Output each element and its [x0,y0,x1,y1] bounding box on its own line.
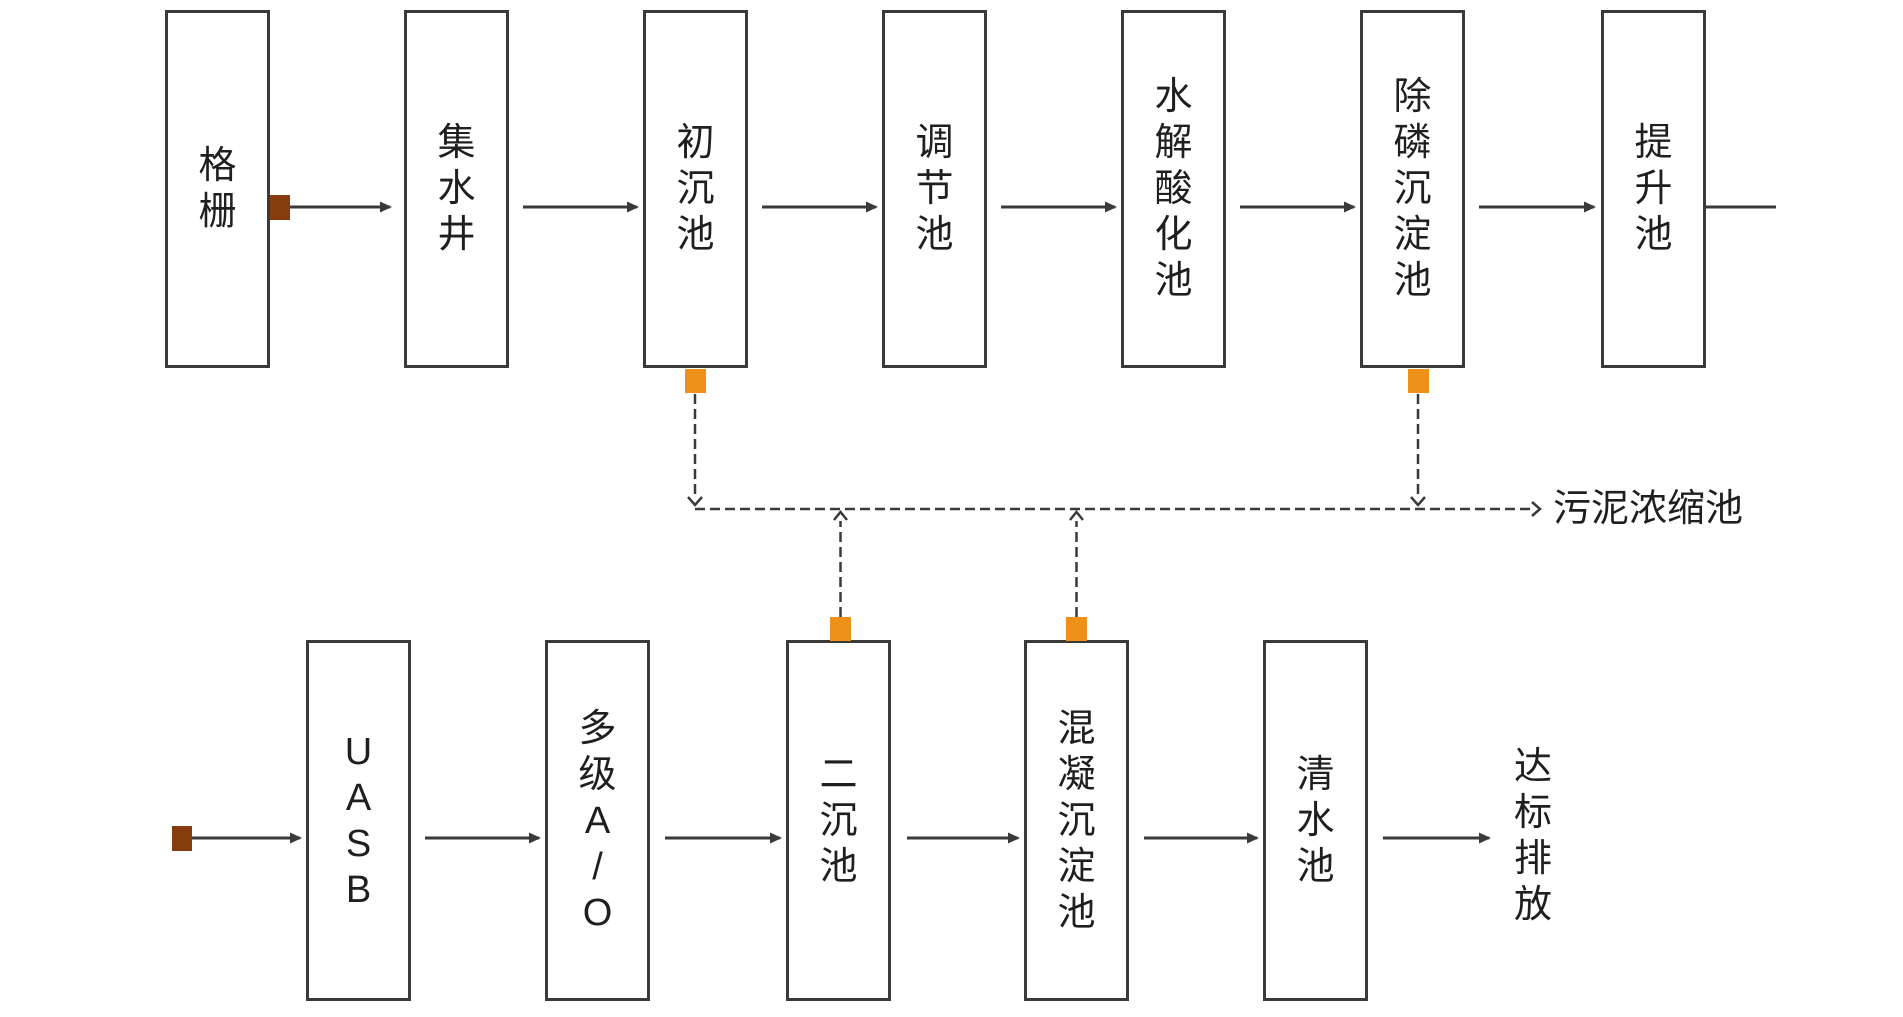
node-clear-water-tank: 清水池 [1263,640,1368,1001]
node-hydrolysis-acidification-tank: 水解酸化池 [1121,10,1226,368]
node-label: 提升池 [1634,122,1673,256]
sludge-port-secondary-sedimentation [830,617,851,641]
node-grid-screen: 格栅 [165,10,270,368]
node-primary-sedimentation-tank: 初沉池 [643,10,748,368]
node-label: 除磷沉淀池 [1393,76,1432,302]
node-label: 混凝沉淀池 [1057,707,1096,934]
discharge-standard-label: 达标排放 [1513,746,1552,926]
sludge-port-primary-sedimentation [685,369,706,393]
node-regulation-tank: 调节池 [882,10,987,368]
node-collection-well: 集水井 [404,10,509,368]
sludge-port-phosphorus-removal [1408,369,1429,393]
sludge-arrowhead-secondary-up [833,510,848,521]
sludge-port-coagulation-sedimentation [1066,617,1087,641]
node-label: 清水池 [1296,753,1335,888]
node-label: 初沉池 [676,122,715,256]
node-phosphorus-removal-sedimentation-tank: 除磷沉淀池 [1360,10,1465,368]
sludge-arrowhead-coagulation-up [1069,510,1084,521]
inlet-marker-bottom-row [172,826,192,851]
node-label: 水解酸化池 [1154,76,1193,302]
node-lift-tank: 提升池 [1601,10,1706,368]
node-label: 二沉池 [819,753,858,888]
node-coagulation-sedimentation-tank: 混凝沉淀池 [1024,640,1129,1001]
node-secondary-sedimentation-tank: 二沉池 [786,640,891,1001]
node-label: 调节池 [915,122,954,256]
sludge-arrowhead-phosphorus-down [1410,496,1426,507]
node-label: 集水井 [437,122,476,256]
node-label: 格栅 [198,145,237,233]
sludge-arrowhead-to-thickener [1531,501,1542,517]
sludge-thickening-tank-label: 污泥浓缩池 [1553,488,1744,530]
sludge-arrowhead-primary-down [687,496,703,507]
inlet-marker-top-row [270,195,290,220]
